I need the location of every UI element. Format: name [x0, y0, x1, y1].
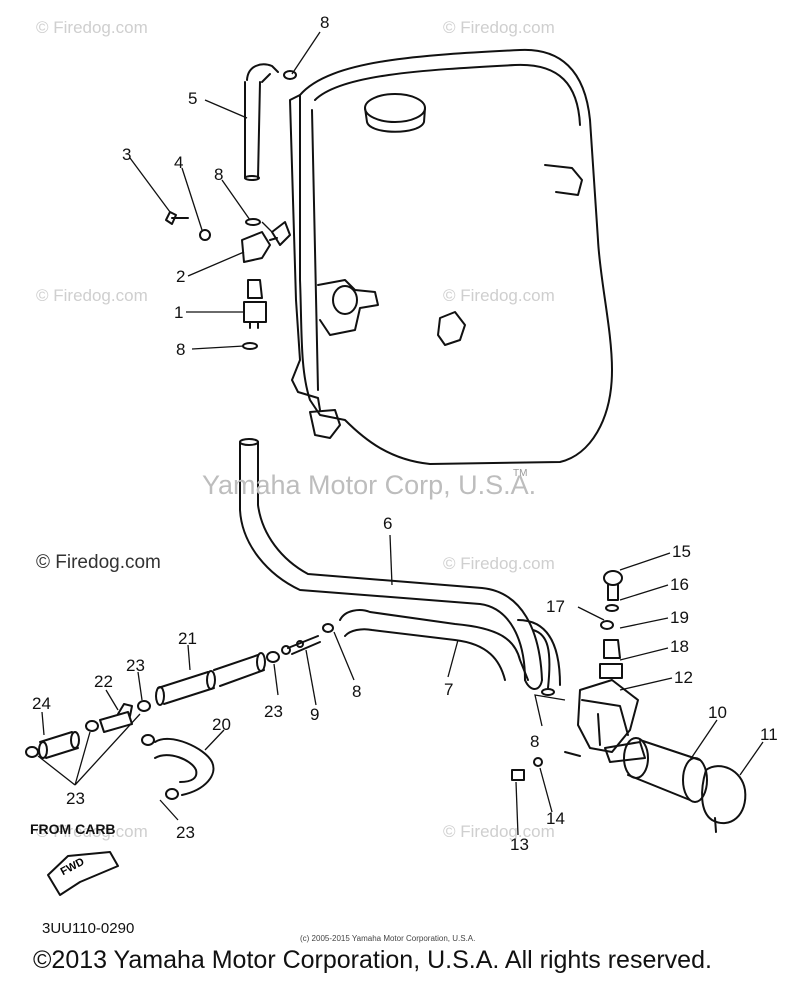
watermark-tm: TM [513, 468, 528, 479]
callout-10: 10 [708, 703, 727, 722]
hose-5-drawing [244, 63, 297, 181]
from-carb-label: FROM CARB [30, 821, 116, 837]
callout-23-a: 23 [126, 656, 145, 675]
callout-22: 22 [94, 672, 113, 691]
callout-13: 13 [510, 835, 529, 854]
callout-8-pump: 8 [530, 732, 540, 751]
hose-6-drawing [239, 438, 543, 690]
callout-23-c: 23 [66, 789, 85, 808]
callout-20: 20 [212, 715, 231, 734]
callout-9: 9 [310, 705, 320, 724]
watermark-mid-right: © Firedog.com [443, 286, 555, 305]
watermark-bottom-left: © Firedog.com [36, 822, 148, 841]
hose-21-drawing [155, 651, 280, 706]
hose-7-drawing [322, 609, 561, 696]
hose-20-drawing [141, 734, 215, 800]
callout-23-d: 23 [176, 823, 195, 842]
fwd-arrow-drawing [47, 851, 119, 896]
watermark-top-left: © Firedog.com [36, 18, 148, 37]
callout-14: 14 [546, 809, 565, 828]
callout-21: 21 [178, 629, 197, 648]
tee-joint-22-drawing [85, 700, 151, 733]
callout-8-top: 8 [320, 13, 330, 32]
callout-7: 7 [444, 680, 454, 699]
fine-print: (c) 2005-2015 Yamaha Motor Corporation, … [300, 934, 476, 943]
hose-24-drawing [25, 731, 80, 759]
watermark-lower-right: © Firedog.com [443, 554, 555, 573]
callout-4: 4 [174, 153, 184, 172]
watermark-center: Yamaha Motor Corp, U.S.A. [202, 470, 537, 500]
watermark-bottom-right: © Firedog.com [443, 822, 555, 841]
callout-17: 17 [546, 597, 565, 616]
watermark-top-right: © Firedog.com [443, 18, 555, 37]
callout-2: 2 [176, 267, 186, 286]
callout-8-upper: 8 [214, 165, 224, 184]
watermark-dark: © Firedog.com [36, 552, 161, 573]
watermark-mid-left: © Firedog.com [36, 286, 148, 305]
callout-23-b: 23 [264, 702, 283, 721]
callout-8-lower: 8 [352, 682, 362, 701]
callout-3: 3 [122, 145, 132, 164]
callout-18: 18 [670, 637, 689, 656]
callout-1: 1 [174, 303, 184, 322]
fuel-tank-drawing [289, 48, 613, 465]
callout-6: 6 [383, 514, 393, 533]
callout-5: 5 [188, 89, 198, 108]
callout-16: 16 [670, 575, 689, 594]
fuel-pump-drawing [511, 570, 747, 833]
callout-8-mid: 8 [176, 340, 186, 359]
part-code: 3UU110-0290 [42, 920, 135, 937]
callout-24: 24 [32, 694, 51, 713]
callout-19: 19 [670, 608, 689, 627]
copyright-notice: ©2013 Yamaha Motor Corporation, U.S.A. A… [33, 946, 712, 974]
callout-11: 11 [760, 725, 778, 744]
callout-12: 12 [674, 668, 693, 687]
callout-15: 15 [672, 542, 691, 561]
joint-9-drawing [281, 635, 321, 655]
